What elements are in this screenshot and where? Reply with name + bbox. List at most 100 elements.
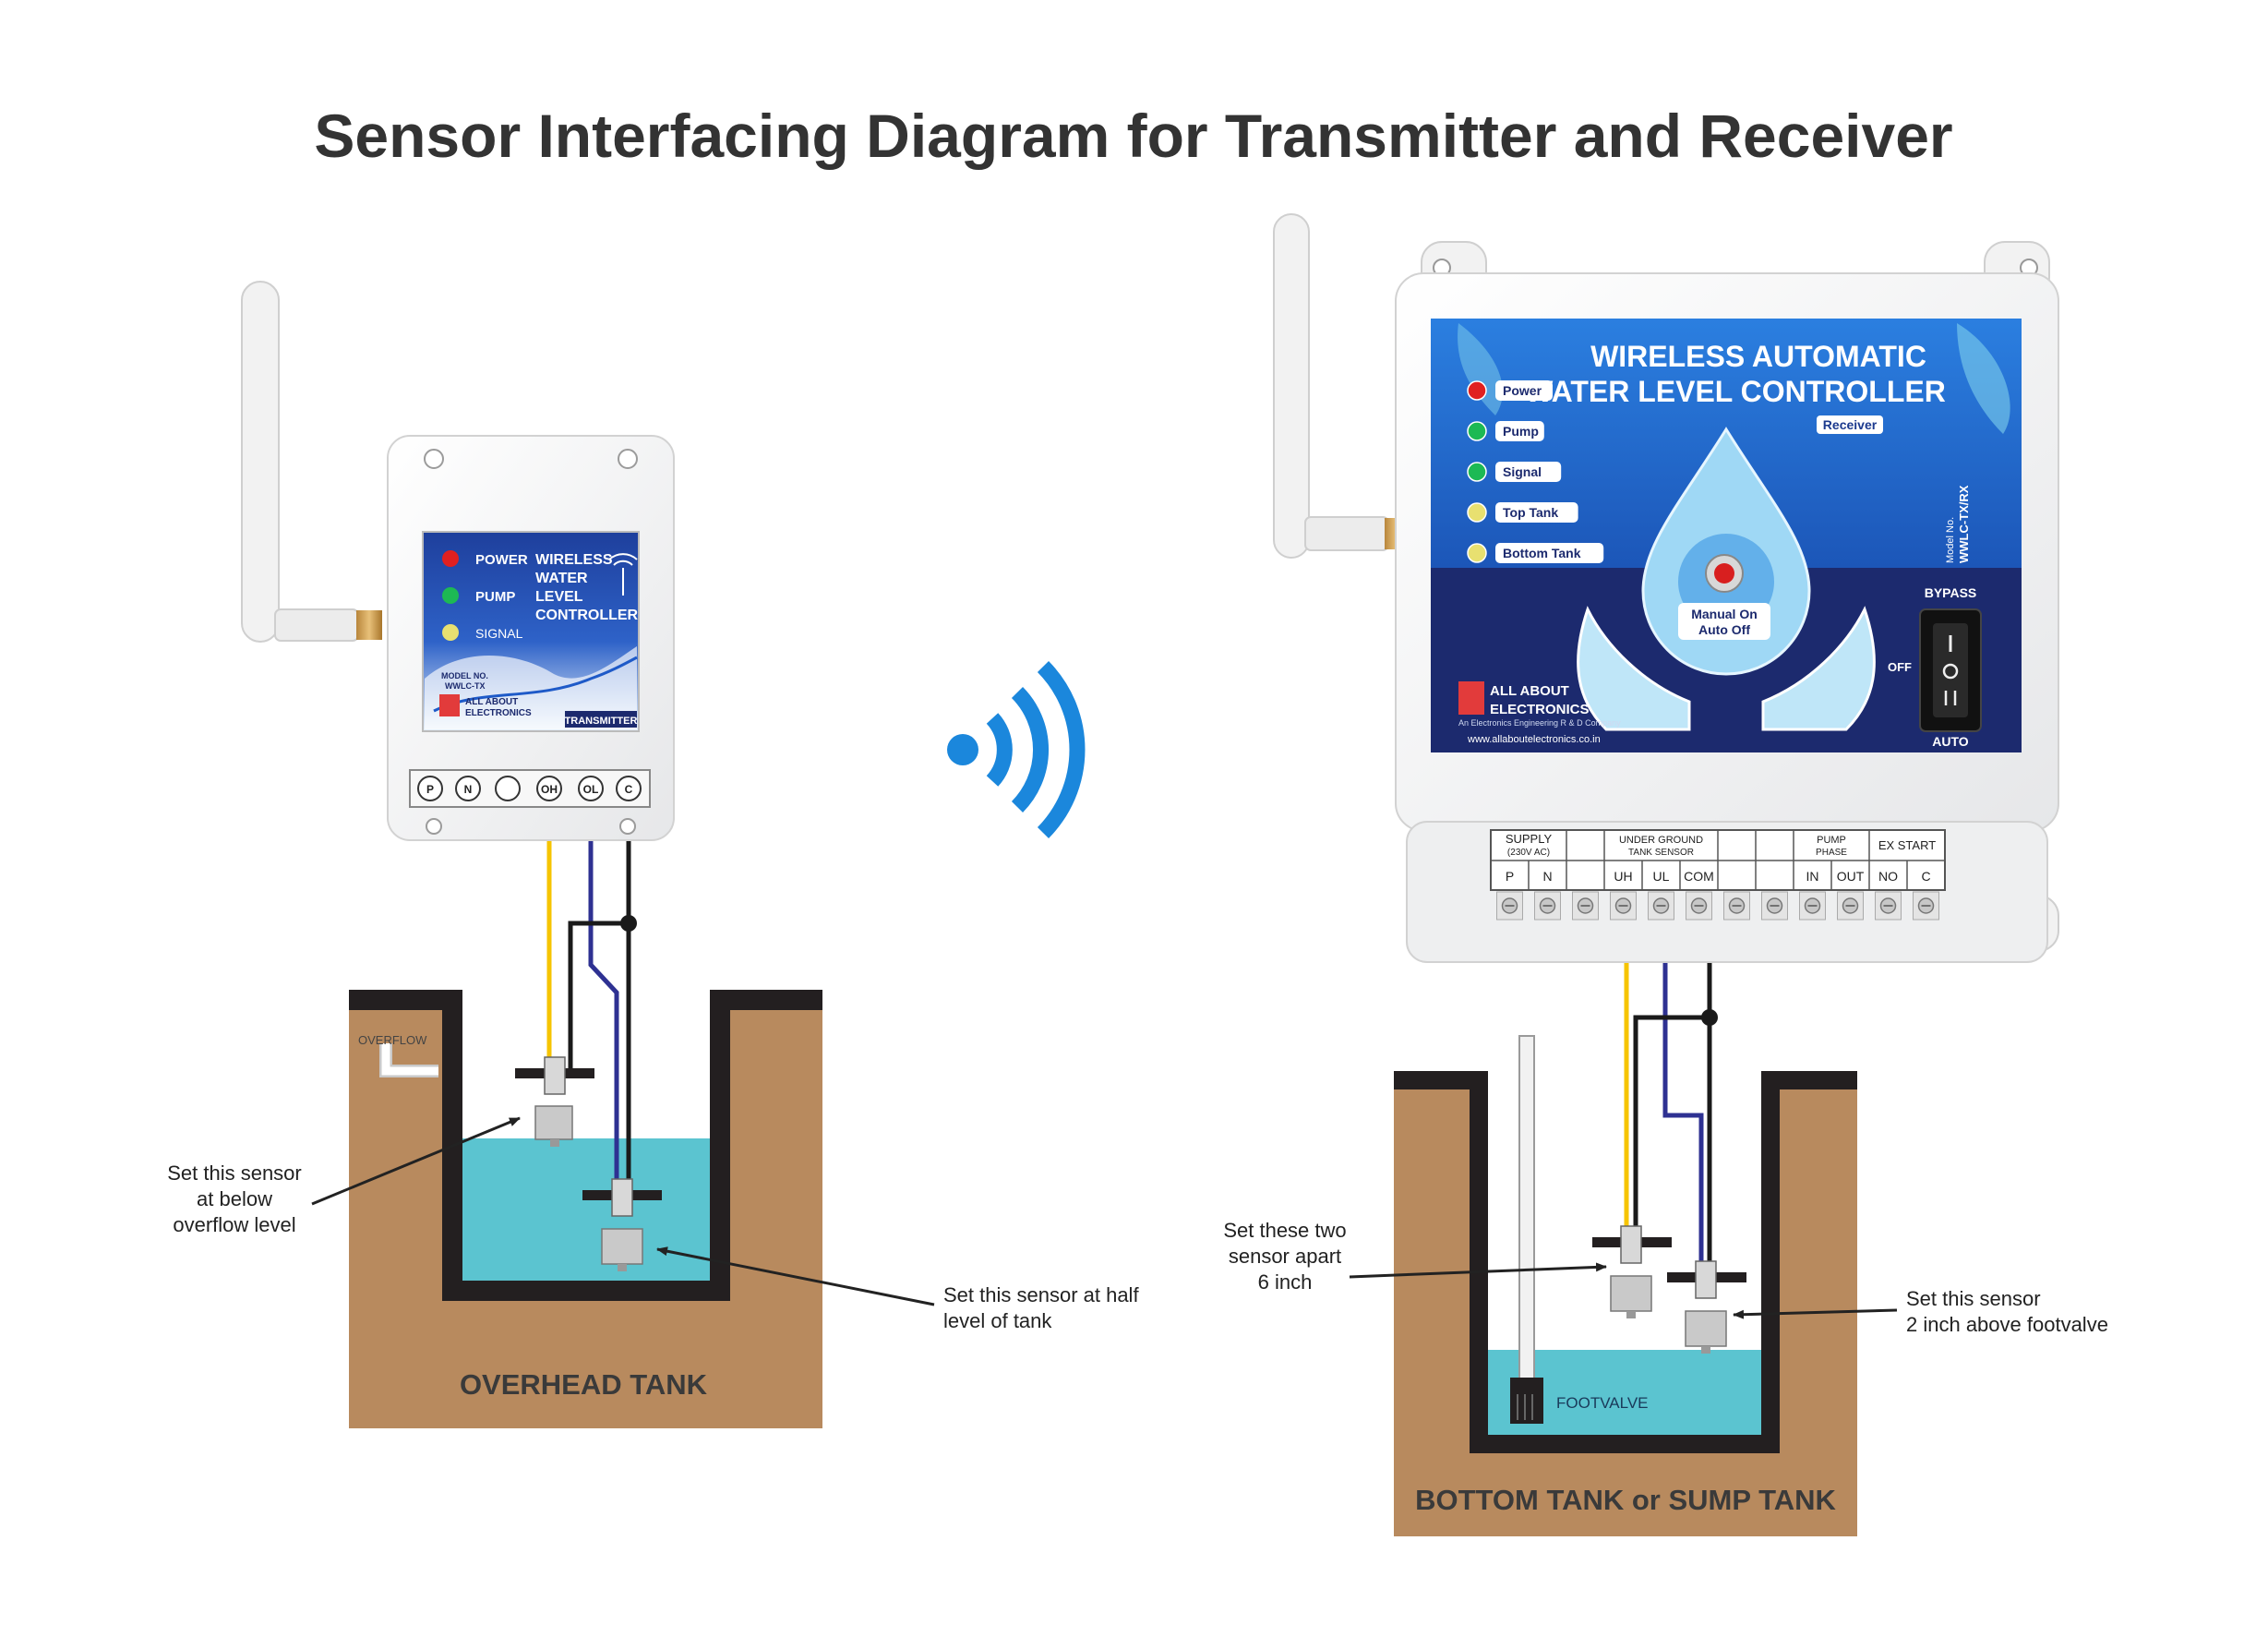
sump-tank-soil [1394,1074,1857,1536]
rx-terminal-label: OUT [1837,869,1865,884]
rx-indicator-label: Top Tank [1503,505,1558,520]
overhead-sensor-top [515,1056,594,1147]
tx-terminal [455,776,481,801]
note-low-sensor: Set this sensor 2 inch above footvalve [1733,1287,2108,1336]
svg-text:OFF: OFF [1888,660,1912,674]
note-bottom-sensor: Set this sensor at half level of tank [656,1246,1139,1332]
tx-terminal-label: N [464,783,473,796]
svg-text:sensor apart: sensor apart [1229,1245,1341,1268]
receiver-device: WIRELESS AUTOMATIC WATER LEVEL CONTROLLE… [1273,213,2059,963]
suction-pipe [1518,1035,1535,1383]
footvalve-icon [1510,1378,1543,1424]
sump-tank-label: BOTTOM TANK or SUMP TANK [1415,1484,1836,1516]
transmitter-model-label: MODEL NO. [441,671,488,680]
transmitter-model-value: WWLC-TX [445,681,485,691]
rx-terminal-group-sublabel: (230V AC) [1507,848,1550,858]
rx-led-icon [1467,380,1487,401]
brand-logo-icon [439,694,460,716]
rx-indicator-label: Signal [1503,464,1542,479]
overflow-label: OVERFLOW [358,1033,427,1047]
rx-terminal-label: IN [1806,869,1819,884]
sump-sensor-lower [1667,1260,1746,1354]
page-title: Sensor Interfacing Diagram for Transmitt… [314,102,1952,170]
rx-led-icon [1467,462,1487,482]
transmitter-antenna [241,281,280,643]
svg-text:AUTO: AUTO [1932,734,1969,749]
rx-terminal-group-sublabel: PHASE [1816,848,1847,858]
rx-indicator-chip [1495,543,1604,563]
rx-led-icon [1467,543,1487,563]
svg-text:Model No.: Model No. [1945,517,1956,563]
wire-junction [620,915,637,932]
power-led-icon [442,550,459,567]
transmitter-product-name: WIRELESS WATER LEVEL CONTROLLER [535,552,639,623]
tx-terminal [536,776,562,801]
sump-tank-wall [1394,1071,1857,1453]
overhead-tank: OVERFLOW OVERHEAD TANK [349,990,822,1428]
rx-terminal-group-label: SUPPLY [1506,832,1553,846]
overhead-sensor-bottom [582,1178,662,1271]
wire-ul-blue [1662,914,1704,1270]
sump-sensor-upper [1592,1225,1672,1318]
tx-terminal [616,776,642,801]
svg-text:Set these two: Set these two [1223,1219,1346,1242]
rx-indicator-label: Pump [1503,424,1539,439]
receiver-wires [1624,914,1718,1270]
rx-terminal-label: NO [1878,869,1898,884]
wire-c-branch [568,921,629,1069]
rx-led-icon [1467,421,1487,441]
svg-text:6 inch: 6 inch [1258,1270,1313,1294]
receiver-title-line2: WATER LEVEL CONTROLLER [1525,375,1946,408]
rx-terminal-group-label: UNDER GROUND [1619,835,1703,846]
svg-text:Set this sensor at half: Set this sensor at half [943,1283,1139,1306]
transmitter-indicators: POWER PUMP SIGNAL [442,550,528,641]
svg-text:POWER: POWER [475,552,528,568]
tx-terminal [578,776,604,801]
footvalve-label: FOOTVALVE [1556,1394,1649,1412]
svg-text:overflow level: overflow level [173,1213,295,1236]
brand-logo-icon [1458,681,1484,715]
receiver-title-line1: WIRELESS AUTOMATIC [1590,340,1926,373]
svg-text:Set this sensor: Set this sensor [167,1162,302,1185]
rx-terminal-label: UL [1653,869,1670,884]
rx-led-icon [1467,502,1487,523]
transmitter-device: POWER PUMP SIGNAL WIRELESS WATER LEVEL C… [241,281,675,841]
svg-text:2 inch above footvalve: 2 inch above footvalve [1906,1313,2108,1336]
rx-terminal-group-sublabel: TANK SENSOR [1628,848,1694,858]
wireless-signal-icon [947,661,1086,838]
wire-ol-blue [588,812,619,1193]
svg-text:Set this sensor: Set this sensor [1906,1287,2041,1310]
rx-indicator-chip [1495,502,1578,523]
receiver-brand: ALL ABOUT ELECTRONICS An Electronics Eng… [1458,681,1621,745]
signal-led-icon [442,624,459,641]
wifi-tower-icon [608,553,638,596]
sump-tank: BOTTOM TANK or SUMP TANK FOOTVALVE [1394,1035,1857,1536]
transmitter-badge: TRANSMITTER [565,716,638,727]
overhead-tank-soil [349,1000,822,1428]
rx-indicator-label: Power [1503,383,1542,398]
tx-terminal-label: OH [541,783,558,796]
svg-text:www.allaboutelectronics.co.in: www.allaboutelectronics.co.in [1467,734,1601,745]
pump-led-icon [442,587,459,604]
rx-terminal-label: C [1921,869,1930,884]
rx-terminal-group-label: EX START [1878,838,1936,852]
rx-indicator-chip [1495,462,1562,482]
left-hand-icon [1577,606,1691,731]
transmitter-wires [546,812,637,1193]
svg-text:SIGNAL: SIGNAL [475,626,523,641]
overhead-tank-water [449,1138,724,1290]
bypass-switch[interactable]: BYPASS OFF AUTO [1888,585,1982,749]
rx-terminal-label: P [1506,869,1514,884]
rx-terminal-label: COM [1684,869,1714,884]
transmitter-brand: ALL ABOUT ELECTRONICS [439,694,532,718]
rx-terminal-group-label: PUMP [1817,835,1846,846]
tx-terminal-label: C [625,783,633,796]
svg-text:level of tank: level of tank [943,1309,1052,1332]
tx-terminal [417,776,443,801]
overhead-tank-label: OVERHEAD TANK [460,1368,708,1401]
manual-button-label-1: Manual On [1691,607,1758,621]
svg-text:WWLC-TX/RX: WWLC-TX/RX [1957,485,1971,563]
